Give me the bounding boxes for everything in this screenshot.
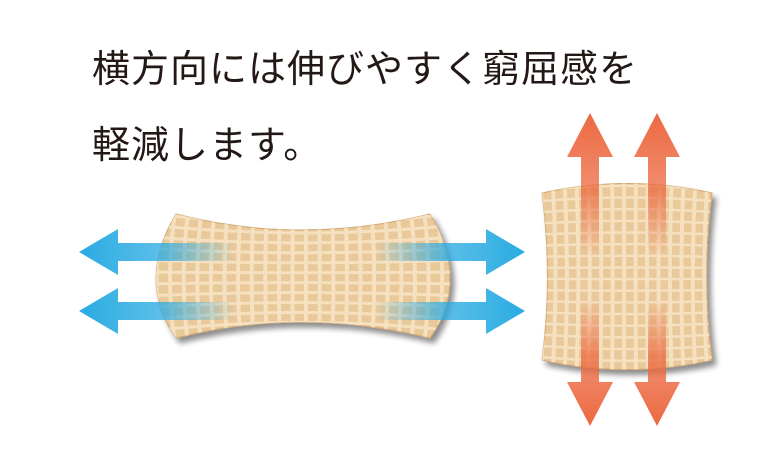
caption-line-2: 軽減します。 [92,123,323,167]
horizontal-arrows [79,229,525,334]
arrow-down-icon [634,300,680,426]
arrow-up-icon [634,113,680,256]
arrow-right-icon [375,288,525,334]
arrow-left-icon [79,229,235,275]
arrow-right-icon [375,229,525,275]
arrow-up-icon [567,113,613,256]
arrow-down-icon [567,300,613,426]
vertical-arrows [567,113,680,426]
arrow-left-icon [79,288,235,334]
caption-line-1: 横方向には伸びやすく窮屈感を [92,47,639,91]
